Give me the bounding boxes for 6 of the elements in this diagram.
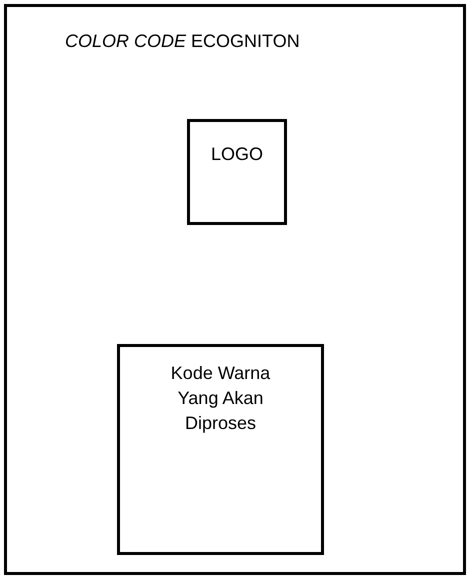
color-code-box — [117, 344, 324, 555]
screen-frame — [4, 4, 466, 575]
box-label: Kode Warna Yang Akan Diproses — [170, 362, 272, 436]
placeholder-box — [187, 119, 287, 225]
screen-title: COLOR CODE ECOGNITON — [65, 30, 301, 53]
placeholder-label: LOGO — [210, 143, 264, 166]
